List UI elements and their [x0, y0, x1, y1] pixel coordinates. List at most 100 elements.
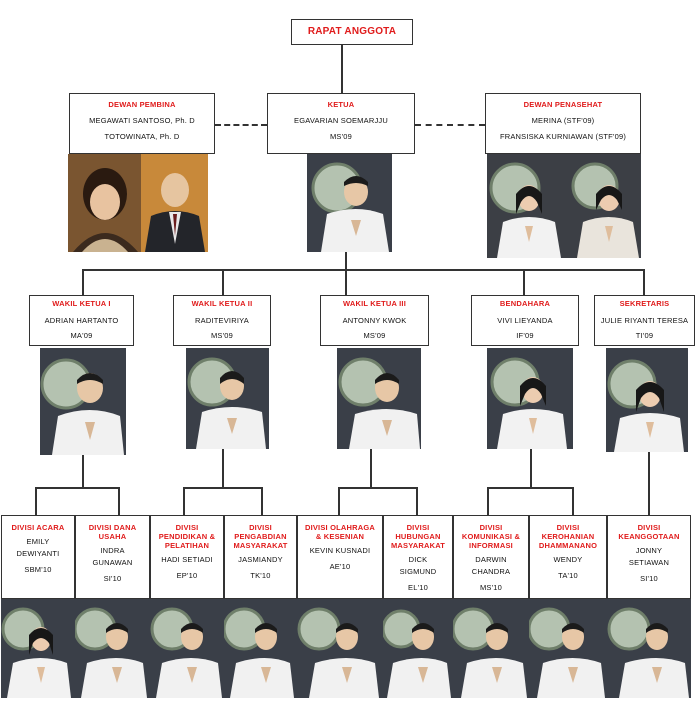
divisi-kerohanian-role-2: KEROHANIAN DHAMMANANO — [538, 532, 598, 550]
divisi-acara-role-1: DIVISI ACARA — [11, 523, 65, 532]
divisi-pendidikan-box: DIVISI PENDIDIKAN & PELATIHAN HADI SETIA… — [150, 515, 224, 599]
divisi-keanggotaan-box: DIVISI KEANGGOTAAN JONNY SETIAWAN SI'10 — [607, 515, 691, 599]
photo-dewan-pembina-2 — [141, 154, 208, 252]
line-g1-a — [35, 487, 37, 515]
divisi-pendidikan-code: EP'10 — [176, 571, 198, 580]
ketua-box: KETUA EGAVARIAN SOEMARJJU MS'09 — [267, 93, 415, 154]
wakil-ketua-2-name: RADITEVIRIYA — [195, 316, 249, 325]
line-mid-1 — [82, 269, 84, 295]
divisi-dana-usaha-code: SI'10 — [103, 574, 122, 583]
wakil-ketua-2-box: WAKIL KETUA II RADITEVIRIYA MS'09 — [173, 295, 271, 346]
dewan-penasehat-box: DEWAN PENASEHAT MERINA (STF'09) FRANSISK… — [485, 93, 641, 154]
divisi-dana-usaha-box: DIVISI DANA USAHA INDRA GUNAWAN SI'10 — [75, 515, 150, 599]
line-g4-a — [487, 487, 489, 515]
photo-divisi-acara — [1, 599, 75, 698]
photo-ketua — [307, 154, 392, 252]
sekretaris-code: TI'09 — [635, 331, 654, 340]
wakil-ketua-1-role: WAKIL KETUA I — [52, 299, 111, 308]
photo-wakil-ketua-2 — [186, 348, 269, 449]
bendahara-code: IF'09 — [516, 331, 534, 340]
photo-wakil-ketua-1 — [40, 348, 126, 455]
divisi-keanggotaan-name-2: SETIAWAN — [628, 558, 670, 567]
line-g1-h — [35, 487, 120, 489]
photo-wakil-ketua-3 — [337, 348, 421, 449]
divisi-pengabdian-name-1: JASMIANDY — [238, 555, 283, 564]
line-g4-b — [572, 487, 574, 515]
line-mid-2 — [222, 269, 224, 295]
divisi-olahraga-role-2: & KESENIAN — [315, 532, 365, 541]
wakil-ketua-3-name: ANTONNY KWOK — [342, 316, 407, 325]
photo-bendahara — [487, 348, 573, 449]
sekretaris-box: SEKRETARIS JULIE RIYANTI TERESA TI'09 — [594, 295, 695, 346]
divisi-olahraga-box: DIVISI OLAHRAGA & KESENIAN KEVIN KUSNADI… — [297, 515, 383, 599]
divisi-olahraga-name-1: KEVIN KUSNADI — [309, 546, 371, 555]
divisi-kominfo-box: DIVISI KOMUNIKASI & INFORMASI DARWIN CHA… — [453, 515, 529, 599]
line-g4-down — [530, 449, 532, 487]
line-g3-h — [338, 487, 418, 489]
ketua-name: EGAVARIAN SOEMARJJU — [294, 116, 388, 125]
divisi-pengabdian-role-2: PENGABDIAN MASYARAKAT — [233, 532, 288, 550]
divisi-dana-usaha-name-2: GUNAWAN — [92, 558, 133, 567]
divisi-keanggotaan-role-1: DIVISI — [637, 523, 661, 532]
divisi-dana-usaha-name-1: INDRA — [100, 546, 125, 555]
divisi-kominfo-name-1: DARWIN — [475, 555, 507, 564]
line-mid-3 — [345, 269, 347, 295]
line-g1-b — [118, 487, 120, 515]
ketua-code: MS'09 — [329, 132, 353, 141]
photo-dewan-penasehat-2 — [569, 154, 641, 258]
wakil-ketua-2-code: MS'09 — [210, 331, 234, 340]
line-g2-h — [183, 487, 263, 489]
wakil-ketua-2-role: WAKIL KETUA II — [191, 299, 253, 308]
divisi-dana-usaha-role-1: DIVISI DANA — [88, 523, 137, 532]
photo-divisi-kominfo — [453, 599, 529, 698]
divisi-pengabdian-box: DIVISI PENGABDIAN MASYARAKAT JASMIANDY T… — [224, 515, 297, 599]
divisi-kominfo-code: MS'10 — [479, 583, 503, 592]
photo-divisi-pendidikan — [150, 599, 224, 698]
line-g2-b — [261, 487, 263, 515]
line-ketua-down — [345, 252, 347, 270]
dewan-pembina-name-1: MEGAWATI SANTOSO, Ph. D — [89, 116, 195, 125]
dewan-pembina-role: DEWAN PEMBINA — [108, 100, 176, 109]
bendahara-role: BENDAHARA — [499, 299, 551, 308]
dewan-pembina-name-2: TOTOWINATA, Ph. D — [104, 132, 180, 141]
divisi-pendidikan-role-2: PENDIDIKAN & PELATIHAN — [158, 532, 216, 550]
wakil-ketua-1-box: WAKIL KETUA I ADRIAN HARTANTO MA'09 — [29, 295, 134, 346]
divisi-kominfo-name-2: CHANDRA — [471, 567, 511, 576]
divisi-olahraga-role-1: DIVISI OLAHRAGA — [304, 523, 376, 532]
photo-divisi-humas — [383, 599, 453, 698]
wakil-ketua-3-code: MS'09 — [363, 331, 386, 340]
line-g1-down — [82, 455, 84, 487]
divisi-keanggotaan-role-2: KEANGGOTAAN — [618, 532, 680, 541]
line-g4-h — [487, 487, 574, 489]
wakil-ketua-1-code: MA'09 — [70, 331, 93, 340]
divisi-keanggotaan-code: SI'10 — [640, 574, 658, 583]
line-g5-down — [648, 452, 650, 515]
photo-divisi-keanggotaan — [607, 599, 691, 698]
divisi-olahraga-code: AE'10 — [329, 562, 351, 571]
divisi-kerohanian-code: TA'10 — [558, 571, 578, 580]
bendahara-box: BENDAHARA VIVI LIEYANDA IF'09 — [471, 295, 579, 346]
divisi-kerohanian-name-1: WENDY — [553, 555, 583, 564]
divisi-pendidikan-role-1: DIVISI — [175, 523, 199, 532]
divisi-kerohanian-role-1: DIVISI — [556, 523, 580, 532]
sekretaris-role: SEKRETARIS — [619, 299, 670, 308]
wakil-ketua-3-box: WAKIL KETUA III ANTONNY KWOK MS'09 — [320, 295, 429, 346]
divisi-kominfo-role-1: DIVISI — [479, 523, 503, 532]
line-g2-down — [222, 449, 224, 487]
line-mid-4 — [523, 269, 525, 295]
photo-divisi-olahraga — [297, 599, 383, 698]
rapat-anggota-box: RAPAT ANGGOTA — [291, 19, 413, 45]
dashed-link-left — [215, 124, 267, 126]
divisi-humas-name-2: SIGMUND — [399, 567, 437, 576]
line-middle-horizontal — [82, 269, 643, 271]
divisi-keanggotaan-name-1: JONNY — [635, 546, 663, 555]
divisi-pengabdian-role-1: DIVISI — [249, 523, 272, 532]
divisi-humas-name-1: DICK — [408, 555, 428, 564]
line-g3-down — [370, 449, 372, 487]
wakil-ketua-3-role: WAKIL KETUA III — [343, 299, 406, 308]
line-g2-a — [183, 487, 185, 515]
bendahara-name: VIVI LIEYANDA — [497, 316, 553, 325]
divisi-acara-box: DIVISI ACARA EMILY DEWIYANTI SBM'10 — [1, 515, 75, 599]
dewan-penasehat-role: DEWAN PENASEHAT — [523, 100, 603, 109]
line-top-vertical — [341, 43, 343, 93]
